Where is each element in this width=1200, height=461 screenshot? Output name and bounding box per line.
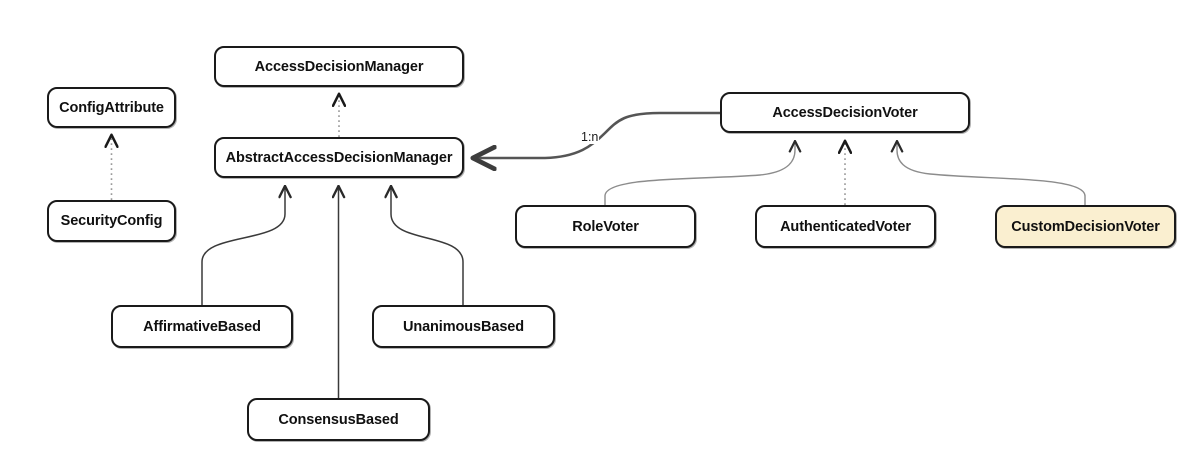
node-label-authenticated-voter: AuthenticatedVoter xyxy=(780,218,911,235)
node-label-affirmative-based: AffirmativeBased xyxy=(143,318,261,335)
node-label-custom-decision-voter: CustomDecisionVoter xyxy=(1011,218,1160,235)
node-security-config[interactable]: SecurityConfig xyxy=(47,200,176,242)
node-label-config-attribute: ConfigAttribute xyxy=(59,99,164,116)
node-abstract-access-decision-manager[interactable]: AbstractAccessDecisionManager xyxy=(214,137,464,178)
node-config-attribute[interactable]: ConfigAttribute xyxy=(47,87,176,128)
node-label-access-decision-voter: AccessDecisionVoter xyxy=(772,104,918,121)
node-label-unanimous-based: UnanimousBased xyxy=(402,318,525,335)
edge-label-multiplicity-1n: 1:n xyxy=(580,130,600,144)
node-label-security-config: SecurityConfig xyxy=(60,213,163,229)
edge-unanimousbased-to-abstractmanager xyxy=(391,187,464,305)
node-label-abstract-access-decision-manager: AbstractAccessDecisionManager xyxy=(225,149,453,166)
edge-customdecisionvoter-to-accessdecisionvoter xyxy=(897,142,1086,205)
node-affirmative-based[interactable]: AffirmativeBased xyxy=(111,305,293,348)
node-label-access-decision-manager: AccessDecisionManager xyxy=(254,58,424,75)
node-access-decision-voter[interactable]: AccessDecisionVoter xyxy=(720,92,970,133)
edge-affirmativebased-to-abstractmanager xyxy=(201,187,285,305)
node-consensus-based[interactable]: ConsensusBased xyxy=(247,398,430,441)
node-authenticated-voter[interactable]: AuthenticatedVoter xyxy=(755,205,936,248)
node-unanimous-based[interactable]: UnanimousBased xyxy=(372,305,555,348)
node-label-role-voter: RoleVoter xyxy=(572,218,639,235)
node-custom-decision-voter[interactable]: CustomDecisionVoter xyxy=(995,205,1176,248)
node-role-voter[interactable]: RoleVoter xyxy=(515,205,696,248)
node-label-consensus-based: ConsensusBased xyxy=(278,411,399,428)
node-access-decision-manager[interactable]: AccessDecisionManager xyxy=(214,46,464,87)
edge-accessdecisionvoter-to-abstractmanager-association xyxy=(475,111,722,158)
edge-rolevoter-to-accessdecisionvoter xyxy=(604,142,795,205)
